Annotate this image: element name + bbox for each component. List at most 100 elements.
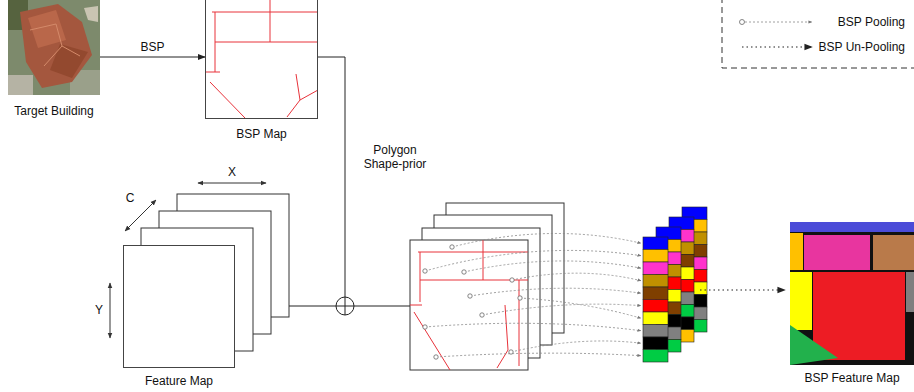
node-caption: BSP Feature Map bbox=[804, 371, 899, 385]
aerial-photo bbox=[84, 6, 98, 22]
legend-sample bbox=[745, 22, 812, 23]
bsp-partition-lines bbox=[410, 240, 528, 370]
dimension-label: Y bbox=[95, 303, 103, 317]
annotation-text: Polygon Shape-prior bbox=[355, 143, 435, 171]
bsp-partition-lines bbox=[205, 0, 318, 118]
bsp-partition-lines bbox=[414, 312, 450, 370]
unpooling-arrow bbox=[700, 289, 785, 290]
pooling-curve bbox=[512, 273, 641, 281]
pooling-point bbox=[509, 350, 513, 354]
aerial-photo bbox=[8, 75, 33, 95]
combined-feature-stack bbox=[410, 203, 564, 370]
sum-symbol bbox=[345, 297, 346, 315]
bsp-feature-map-image bbox=[804, 235, 870, 270]
pooling-curve bbox=[452, 233, 641, 247]
pooled-vector bbox=[643, 250, 668, 263]
pooling-point bbox=[423, 325, 427, 329]
pooling-point bbox=[468, 294, 472, 298]
legend-sample bbox=[740, 20, 813, 48]
pooling-curve bbox=[425, 250, 641, 271]
shape-prior-wire bbox=[318, 57, 345, 297]
legend-text: BSP Pooling bbox=[838, 15, 905, 29]
aerial-photo bbox=[8, 0, 100, 95]
pooling-curve bbox=[511, 341, 641, 352]
edge-label: BSP bbox=[138, 40, 166, 54]
pooling-curve bbox=[520, 298, 641, 318]
sum-symbol bbox=[336, 297, 354, 315]
combined-feature-stack bbox=[410, 240, 528, 370]
bsp-partition-lines bbox=[410, 305, 422, 306]
dimension-arrow bbox=[198, 183, 266, 184]
bsp-partition-lines bbox=[205, 72, 220, 73]
dimension-arrow bbox=[110, 283, 111, 338]
flow-arrow bbox=[100, 57, 205, 58]
bsp-partition-lines bbox=[497, 350, 508, 368]
target-building-image: Target Building bbox=[8, 0, 100, 95]
legend-frame bbox=[722, 0, 914, 68]
pooling-point bbox=[450, 245, 454, 249]
pooled-vector bbox=[643, 207, 707, 362]
legend-text: BSP Un-Pooling bbox=[819, 40, 906, 54]
aerial-photo bbox=[8, 0, 100, 95]
node-caption: Feature Map bbox=[145, 374, 213, 388]
bsp-partition-lines bbox=[270, 0, 271, 42]
pooled-vector bbox=[643, 287, 668, 300]
feature-map-stack bbox=[123, 194, 289, 368]
node-caption: Target Building bbox=[14, 104, 93, 118]
bsp-partition-lines bbox=[420, 252, 421, 302]
bsp-partition-lines bbox=[287, 100, 300, 117]
bsp-map-box: BSP Map bbox=[205, 0, 318, 119]
pooled-vector bbox=[643, 337, 668, 350]
pooled-vector bbox=[643, 312, 668, 325]
bsp-partition-lines bbox=[210, 82, 245, 118]
pooling-point bbox=[462, 270, 466, 274]
bsp-feature-map-image bbox=[790, 233, 803, 270]
pooling-point bbox=[423, 269, 427, 273]
bsp-feature-map-image bbox=[790, 222, 914, 365]
pooling-curve bbox=[482, 304, 641, 315]
pooling-curve bbox=[470, 288, 641, 296]
bsp-feature-map-image bbox=[813, 272, 905, 360]
pooling-point bbox=[518, 296, 522, 300]
aerial-photo bbox=[30, 24, 62, 66]
bsp-feature-map-image bbox=[790, 325, 838, 365]
aerial-photo bbox=[20, 4, 92, 88]
pooled-vector bbox=[643, 262, 668, 275]
dimension-arrow bbox=[110, 183, 266, 338]
bsp-partition-lines bbox=[300, 90, 318, 100]
legend-frame bbox=[722, 0, 914, 68]
pooled-vector bbox=[643, 300, 668, 313]
pooling-curve bbox=[436, 353, 641, 357]
legend-sample bbox=[740, 20, 745, 25]
bsp-feature-map-image bbox=[873, 235, 914, 270]
pooling-curve bbox=[425, 233, 641, 357]
dimension-label: C bbox=[126, 191, 135, 205]
pooled-vector bbox=[643, 325, 668, 338]
aerial-photo bbox=[50, 44, 88, 78]
pooling-curve bbox=[464, 261, 641, 272]
feature-map-box: Feature Map bbox=[123, 245, 235, 368]
dimension-label: X bbox=[228, 165, 236, 179]
pooled-vector bbox=[643, 350, 668, 363]
bsp-partition-lines bbox=[418, 252, 528, 253]
bsp-feature-map-image bbox=[790, 272, 812, 330]
pooling-point bbox=[434, 355, 438, 359]
bsp-feature-map-image bbox=[790, 222, 914, 365]
pooled-vector bbox=[643, 275, 668, 288]
bsp-partition-lines bbox=[212, 12, 318, 13]
pooling-point bbox=[510, 278, 514, 282]
bsp-feature-map-image bbox=[790, 222, 914, 232]
bsp-partition-lines bbox=[215, 42, 318, 43]
sum-symbol bbox=[336, 297, 354, 315]
shape-prior-wire bbox=[354, 306, 410, 307]
pooling-point bbox=[480, 313, 484, 317]
bsp-partition-lines bbox=[296, 74, 300, 100]
feature-map-stack bbox=[123, 245, 235, 368]
pooled-vector bbox=[643, 237, 668, 250]
pooling-curve bbox=[425, 323, 641, 330]
bsp-partition-lines bbox=[505, 305, 508, 350]
bsp-feature-map-image: BSP Feature Map bbox=[790, 222, 914, 365]
pooling-point bbox=[423, 245, 522, 359]
